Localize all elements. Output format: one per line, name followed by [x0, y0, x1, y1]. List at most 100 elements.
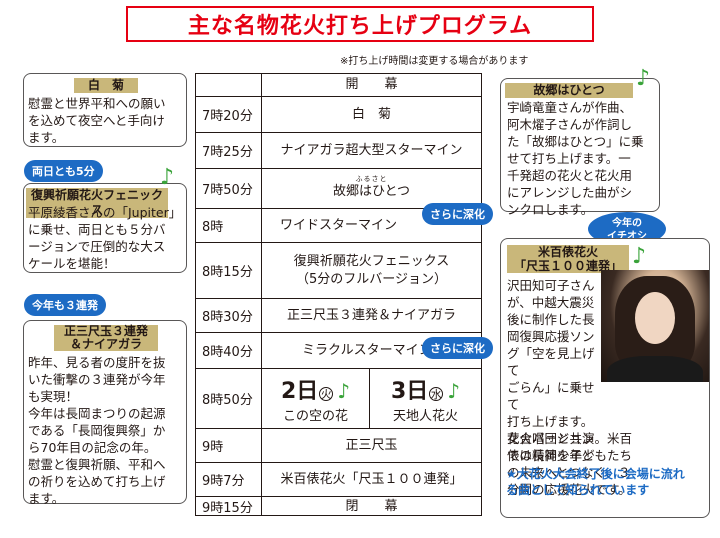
- callout-header: 白 菊: [74, 78, 138, 93]
- event-name: 米百俵花火「尺玉１００連発」: [280, 471, 463, 487]
- program-row: 9時7分 米百俵花火「尺玉１００連発」: [196, 462, 481, 496]
- time-cell: 8時50分: [196, 369, 262, 428]
- time-cell: [196, 74, 262, 96]
- shiragiku-callout: 白 菊 慰霊と世界平和への願い を込めて夜空へと手向け ます。: [23, 73, 187, 147]
- music-note-icon: ♪: [160, 165, 175, 190]
- callout-line: を込めて夜空へと手向け: [28, 113, 165, 128]
- callout-header: 正三尺玉３連発 ＆ナイアガラ: [54, 325, 158, 351]
- callout-line: ます。: [28, 491, 65, 506]
- event-date: 3日: [390, 379, 429, 404]
- singer-photo: [601, 270, 709, 382]
- callout-line: では長岡少年少: [507, 448, 595, 463]
- event-name: 天地人花火: [392, 409, 458, 424]
- callout-header: 故郷はひとつ: [505, 83, 633, 98]
- day2-event: 2日 火 ♪ この空の花: [262, 369, 370, 428]
- event-weekday: 水: [429, 387, 444, 401]
- callout-line: の祈りを込めて打ち上げ: [28, 474, 166, 489]
- event-name-line1: 復興祈願花火フェニックス: [293, 253, 450, 269]
- callout-line: 宇崎竜童さんが作曲、: [507, 100, 633, 115]
- music-note-icon: ♪: [447, 379, 461, 403]
- callout-line: にアレンジした曲がシ: [507, 185, 633, 200]
- shoulders-shape: [607, 356, 703, 382]
- program-row: 7時25分 ナイアガラ超大型スターマイン: [196, 132, 481, 168]
- program-table: 開 幕 7時20分 白 菊 7時25分 ナイアガラ超大型スターマイン 7時50分…: [195, 73, 482, 516]
- time-cell: 8時: [196, 209, 262, 242]
- time-cell: 9時7分: [196, 463, 262, 496]
- time-cell: 8時30分: [196, 299, 262, 332]
- event-name: ミラクルスターマイン: [302, 342, 432, 358]
- page-title: 主な名物花火打ち上げプログラム: [187, 14, 533, 39]
- event-name: ナイアガラ超大型スターマイン: [280, 142, 463, 158]
- callout-line: ージョンで圧倒的な大ス: [28, 239, 166, 254]
- callout-body: 慰霊と世界平和への願い を込めて夜空へと手向け ます。: [28, 95, 186, 146]
- callout-body: 宇崎竜童さんが作曲、 阿木燿子さんが作詞し た「故郷はひとつ」に乗 せて打ち上げ…: [507, 99, 659, 218]
- callout-line: グ「空を見上げて: [507, 346, 595, 378]
- furusato-callout: 故郷はひとつ 宇崎竜童さんが作曲、 阿木燿子さんが作詞し た「故郷はひとつ」に乗…: [500, 78, 660, 217]
- time-cell: 7時25分: [196, 133, 262, 168]
- event-name: 閉 幕: [345, 498, 398, 514]
- event-name: 正三尺玉３連発＆ナイアガラ: [286, 307, 456, 323]
- event-name: ワイドスターマイン: [280, 217, 398, 233]
- callout-line: た「故郷はひとつ」に乗: [507, 134, 644, 149]
- event-name: ふるさと 故郷はひとつ: [262, 169, 481, 208]
- program-row-open: 開 幕: [196, 74, 481, 96]
- event-name: 正三尺玉: [345, 437, 398, 453]
- ruby-reading: ふるさと: [355, 175, 388, 183]
- program-row: 7時20分 白 菊: [196, 96, 481, 132]
- event-name-line2: （5分のフルバージョン）: [295, 271, 447, 287]
- callout-line: 慰霊と世界平和への願い: [28, 96, 166, 111]
- callout-header-line: 「尺玉１００連発」: [513, 259, 622, 273]
- both-days-badge: 両日とも5分: [24, 160, 103, 182]
- callout-header: 米百俵花火 「尺玉１００連発」: [507, 245, 629, 273]
- callout-line: ごらん」に乗せて: [507, 380, 595, 412]
- event-name: この空の花: [282, 409, 348, 424]
- callout-line: 岡復興応援ソン: [507, 329, 595, 344]
- callout-header-line: 米百俵花火: [537, 245, 598, 259]
- callout-line: 阿木燿子さんが作詞し: [507, 117, 633, 132]
- program-row: 8時50分 2日 火 ♪ この空の花 3日 水 ♪ 天地人花火: [196, 368, 481, 428]
- music-note-icon: ♪: [337, 379, 351, 403]
- song-note: ★大花火大会終了後に会場に流れる曲として知られています: [506, 467, 685, 497]
- three-shots-badge: 今年も３連発: [24, 294, 106, 316]
- callout-line: の未来へとつなぐ、３: [507, 465, 631, 480]
- callout-line: 昨年、見る者の度肝を抜: [28, 355, 166, 370]
- program-row: 8時40分 ミラクルスターマイン: [196, 332, 481, 368]
- event-name: 開 幕: [345, 77, 398, 92]
- time-cell: 9時15分: [196, 497, 262, 516]
- program-row: 8時15分 復興祈願花火フェニックス （5分のフルバージョン）: [196, 242, 481, 298]
- callout-line: 沢田知可子さん: [507, 278, 595, 293]
- callout-line: に乗せ、両日とも５分バ: [28, 222, 166, 237]
- time-cell: 9時: [196, 429, 262, 462]
- callout-body-narrow: 沢田知可子さん が、中越大震災 後に制作した長 岡復興応援ソン グ「空を見上げて…: [507, 277, 603, 464]
- callout-line: 今年は長岡まつりの起源: [28, 406, 166, 421]
- callout-line: 女合唱団と共演。米百: [507, 431, 633, 446]
- callout-line: 分間の応援花火です。: [507, 482, 631, 497]
- program-row: 9時 正三尺玉: [196, 428, 481, 462]
- music-note-icon: ♪: [632, 244, 647, 269]
- callout-body: 平原綾香さんの「Jupiter」 に乗せ、両日とも５分バ ージョンで圧倒的な大ス…: [28, 204, 186, 272]
- callout-line: ンクロします。: [507, 202, 594, 217]
- day3-event: 3日 水 ♪ 天地人花火: [370, 369, 481, 428]
- callout-line: ます。: [28, 130, 65, 145]
- schedule-notice: ※打ち上げ時間は変更する場合があります: [340, 56, 529, 67]
- callout-line: である「長岡復興祭」か: [28, 423, 166, 438]
- callout-line: も実現！: [28, 389, 79, 404]
- callout-body: 昨年、見る者の度肝を抜 いた衝撃の３連発が今年 も実現！ 今年は長岡まつりの起源…: [28, 354, 186, 507]
- program-row: 8時30分 正三尺玉３連発＆ナイアガラ: [196, 298, 481, 332]
- callout-header: 復興祈願花火フェニックス: [26, 188, 168, 218]
- deeper-badge: さらに深化: [422, 203, 493, 225]
- program-row: 8時 ワイドスターマイン: [196, 208, 481, 242]
- time-cell: 8時15分: [196, 243, 262, 298]
- program-row: 7時50分 ふるさと 故郷はひとつ: [196, 168, 481, 208]
- event-name-text: 故郷はひとつ: [332, 184, 411, 199]
- callout-line: 俵の精神を子どもたち: [507, 448, 633, 463]
- callout-line: せて打ち上げます。一: [507, 151, 631, 166]
- event-name: 復興祈願花火フェニックス （5分のフルバージョン）: [262, 243, 481, 298]
- callout-line: 平原綾香さんの「Jupiter」: [28, 205, 182, 220]
- phoenix-callout: 復興祈願花火フェニックス 平原綾香さんの「Jupiter」 に乗せ、両日とも５分…: [23, 183, 187, 273]
- bubble-line: 今年の: [612, 218, 642, 229]
- callout-line: 花火バージョン: [507, 431, 595, 446]
- shaku-callout: 正三尺玉３連発 ＆ナイアガラ 昨年、見る者の度肝を抜 いた衝撃の３連発が今年 も…: [23, 320, 187, 507]
- time-cell: 7時20分: [196, 97, 262, 132]
- bubble-line: イチオシ: [607, 231, 647, 242]
